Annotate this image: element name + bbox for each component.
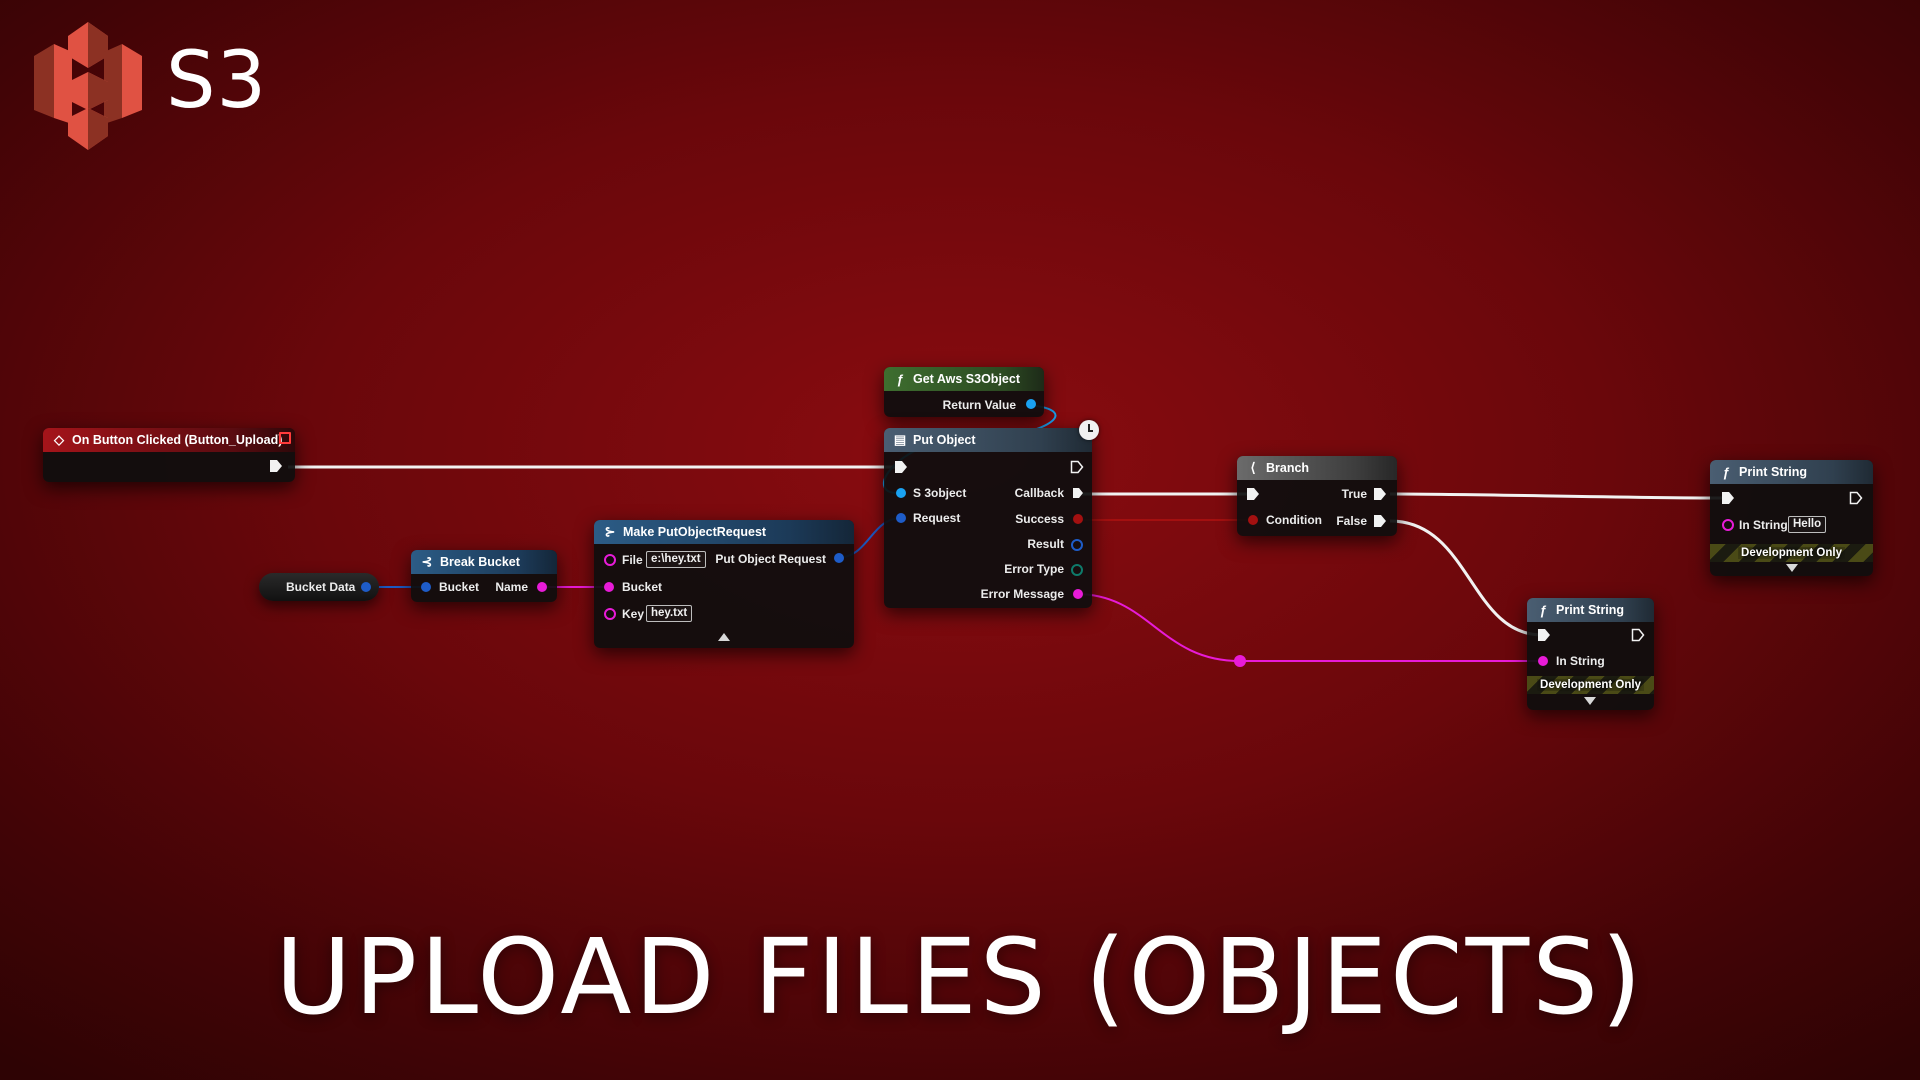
node-header: ⟨ Branch <box>1237 456 1397 480</box>
break-struct-icon: ⊰ <box>421 554 433 569</box>
wire-reroute-knot[interactable] <box>1234 655 1246 667</box>
pin-label-true: True <box>1341 487 1367 501</box>
latent-node-icon: ▤ <box>893 432 907 447</box>
node-print-string-bottom[interactable]: ƒ Print String In String Development Onl… <box>1527 598 1654 710</box>
aws-s3-bucket-icon <box>34 22 142 150</box>
node-title: Print String <box>1556 603 1625 617</box>
string-input-pin-key[interactable] <box>604 608 616 620</box>
node-get-aws-s3object[interactable]: ƒ Get Aws S3Object Return Value <box>884 367 1044 417</box>
exec-output-pin[interactable] <box>1849 491 1863 505</box>
node-title: Branch <box>1266 461 1310 475</box>
string-output-pin[interactable] <box>537 582 547 592</box>
exec-input-pin[interactable] <box>1721 491 1735 505</box>
node-put-object[interactable]: ▤ Put Object S 3object Request Callback … <box>884 428 1092 608</box>
node-header: ⊱ Make PutObjectRequest <box>594 520 854 544</box>
pin-label-in-string: In String <box>1556 654 1605 668</box>
node-header: ƒ Get Aws S3Object <box>884 367 1044 391</box>
node-branch[interactable]: ⟨ Branch Condition True False <box>1237 456 1397 536</box>
pin-label-error-type: Error Type <box>1004 562 1064 576</box>
pin-label-request: Request <box>913 511 961 525</box>
pin-label-error-message: Error Message <box>980 587 1064 601</box>
node-bucket-data[interactable]: Bucket Data <box>259 573 379 601</box>
pin-label-result: Result <box>1027 537 1064 551</box>
node-on-button-clicked[interactable]: ◇ On Button Clicked (Button_Upload) <box>43 428 295 482</box>
pin-label-false: False <box>1336 514 1367 528</box>
pin-label-return-value: Return Value <box>942 398 1016 412</box>
pin-label-in-string: In String <box>1739 518 1788 532</box>
exec-input-pin[interactable] <box>894 460 908 474</box>
enum-output-pin[interactable] <box>1071 564 1083 576</box>
node-title: Break Bucket <box>440 555 520 569</box>
function-icon: ƒ <box>1539 602 1547 618</box>
function-icon: ƒ <box>896 371 904 387</box>
exec-input-pin[interactable] <box>1246 487 1260 501</box>
bool-output-pin[interactable] <box>1073 514 1083 524</box>
expand-arrow-icon[interactable] <box>1786 564 1798 572</box>
node-print-string-top[interactable]: ƒ Print String In String Hello Developme… <box>1710 460 1873 576</box>
collapse-arrow-icon[interactable] <box>718 633 730 641</box>
development-only-banner: Development Only <box>1527 676 1654 694</box>
pin-label-key: Key <box>622 607 645 621</box>
bool-input-pin[interactable] <box>1248 515 1258 525</box>
node-title: Put Object <box>913 433 976 447</box>
node-title: On Button Clicked (Button_Upload) <box>72 433 283 447</box>
string-wire-errormessage-to-instring <box>1075 593 1540 662</box>
pin-label-bucket: Bucket <box>439 580 480 594</box>
variable-label: Bucket Data <box>286 580 356 594</box>
string-output-pin[interactable] <box>1073 589 1083 599</box>
node-title: Get Aws S3Object <box>913 372 1020 386</box>
logo-text: S3 <box>166 36 268 126</box>
exec-output-pin[interactable] <box>1631 628 1645 642</box>
file-input[interactable]: e:\hey.txt <box>646 551 706 568</box>
pin-label-callback: Callback <box>1014 486 1064 500</box>
struct-input-pin[interactable] <box>896 513 906 523</box>
pin-label-s3object: S 3object <box>913 486 967 500</box>
string-input-pin-bucket[interactable] <box>604 582 614 592</box>
string-input-pin-file[interactable] <box>604 554 616 566</box>
exec-output-pin[interactable] <box>269 459 283 473</box>
expand-arrow-icon[interactable] <box>1584 697 1596 705</box>
struct-input-pin[interactable] <box>421 582 431 592</box>
node-title: Print String <box>1739 465 1808 479</box>
pin-label-success: Success <box>1015 512 1064 526</box>
pin-label-bucket: Bucket <box>622 580 663 594</box>
exec-output-pin-false[interactable] <box>1373 514 1387 528</box>
function-icon: ƒ <box>1722 464 1730 480</box>
node-header: ▤ Put Object <box>884 428 1092 452</box>
object-input-pin[interactable] <box>896 488 906 498</box>
branch-icon: ⟨ <box>1250 460 1256 475</box>
development-only-banner: Development Only <box>1710 544 1873 562</box>
latent-clock-icon <box>1079 420 1099 440</box>
pin-label-condition: Condition <box>1266 513 1322 527</box>
pin-label-put-object-request: Put Object Request <box>715 552 826 566</box>
make-struct-icon: ⊱ <box>604 524 616 539</box>
pin-label-file: File <box>622 553 643 567</box>
exec-wire-true-to-print-top <box>1389 492 1726 500</box>
node-header: ⊰ Break Bucket <box>411 550 557 574</box>
pin-label-name: Name <box>495 580 528 594</box>
node-title: Make PutObjectRequest <box>623 525 767 539</box>
node-break-bucket[interactable]: ⊰ Break Bucket Bucket Name <box>411 550 557 602</box>
node-make-putobjectrequest[interactable]: ⊱ Make PutObjectRequest File e:\hey.txt … <box>594 520 854 648</box>
node-header: ◇ On Button Clicked (Button_Upload) <box>43 428 295 452</box>
exec-output-pin[interactable] <box>1070 460 1084 474</box>
key-input[interactable]: hey.txt <box>646 605 693 622</box>
event-diamond-icon: ◇ <box>54 432 64 447</box>
exec-wire-false-to-print-bottom <box>1389 519 1543 637</box>
string-input-pin[interactable] <box>1538 656 1548 666</box>
struct-output-pin[interactable] <box>1071 539 1083 551</box>
struct-output-pin[interactable] <box>361 582 371 592</box>
video-caption: UPLOAD FILES (OBJECTS) <box>275 916 1645 1038</box>
node-header: ƒ Print String <box>1527 598 1654 622</box>
exec-output-pin-true[interactable] <box>1373 487 1387 501</box>
exec-input-pin[interactable] <box>1537 628 1551 642</box>
node-header: ƒ Print String <box>1710 460 1873 484</box>
struct-output-pin[interactable] <box>834 553 844 563</box>
string-input-pin[interactable] <box>1722 519 1734 531</box>
in-string-input[interactable]: Hello <box>1788 516 1827 533</box>
breakpoint-icon <box>279 432 291 444</box>
object-output-pin[interactable] <box>1026 399 1036 409</box>
delegate-output-pin[interactable] <box>1072 487 1084 499</box>
